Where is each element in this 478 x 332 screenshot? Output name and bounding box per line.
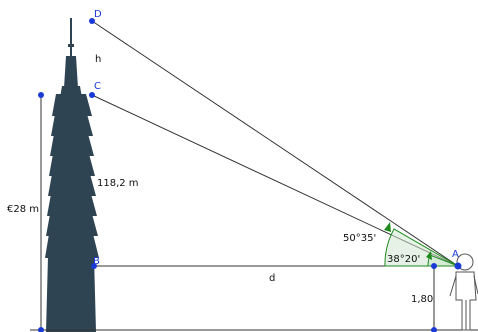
line-a-d xyxy=(91,20,459,267)
point-observer-top xyxy=(431,263,437,269)
point-left-bottom xyxy=(38,327,44,332)
label-point-c: C xyxy=(94,81,101,92)
label-angle-lower: 38°20' xyxy=(387,254,420,265)
label-distance: d xyxy=(269,273,275,284)
construction-lines xyxy=(30,20,478,331)
point-observer-bottom xyxy=(431,327,437,332)
point-d xyxy=(89,18,95,24)
point-c xyxy=(89,92,95,98)
angle-arrow-upper xyxy=(384,222,391,232)
points xyxy=(38,18,462,332)
label-segment-bc: 118,2 m xyxy=(97,178,139,189)
tower-silhouette xyxy=(45,18,99,332)
label-left-height: €28 m xyxy=(7,204,39,215)
label-point-a: A xyxy=(452,249,459,260)
observer-figure xyxy=(449,253,478,331)
point-b xyxy=(91,263,97,269)
point-a xyxy=(454,262,462,270)
point-left-top xyxy=(38,92,44,98)
angle-markers xyxy=(384,222,460,267)
label-observer-height: 1,80 xyxy=(411,294,433,305)
label-point-b: B xyxy=(93,256,100,267)
label-angle-upper: 50°35' xyxy=(343,233,376,244)
label-point-d: D xyxy=(94,9,102,20)
angle-arrow-lower xyxy=(426,251,432,260)
label-segment-cd: h xyxy=(95,54,101,65)
angle-sector-upper xyxy=(384,228,460,267)
